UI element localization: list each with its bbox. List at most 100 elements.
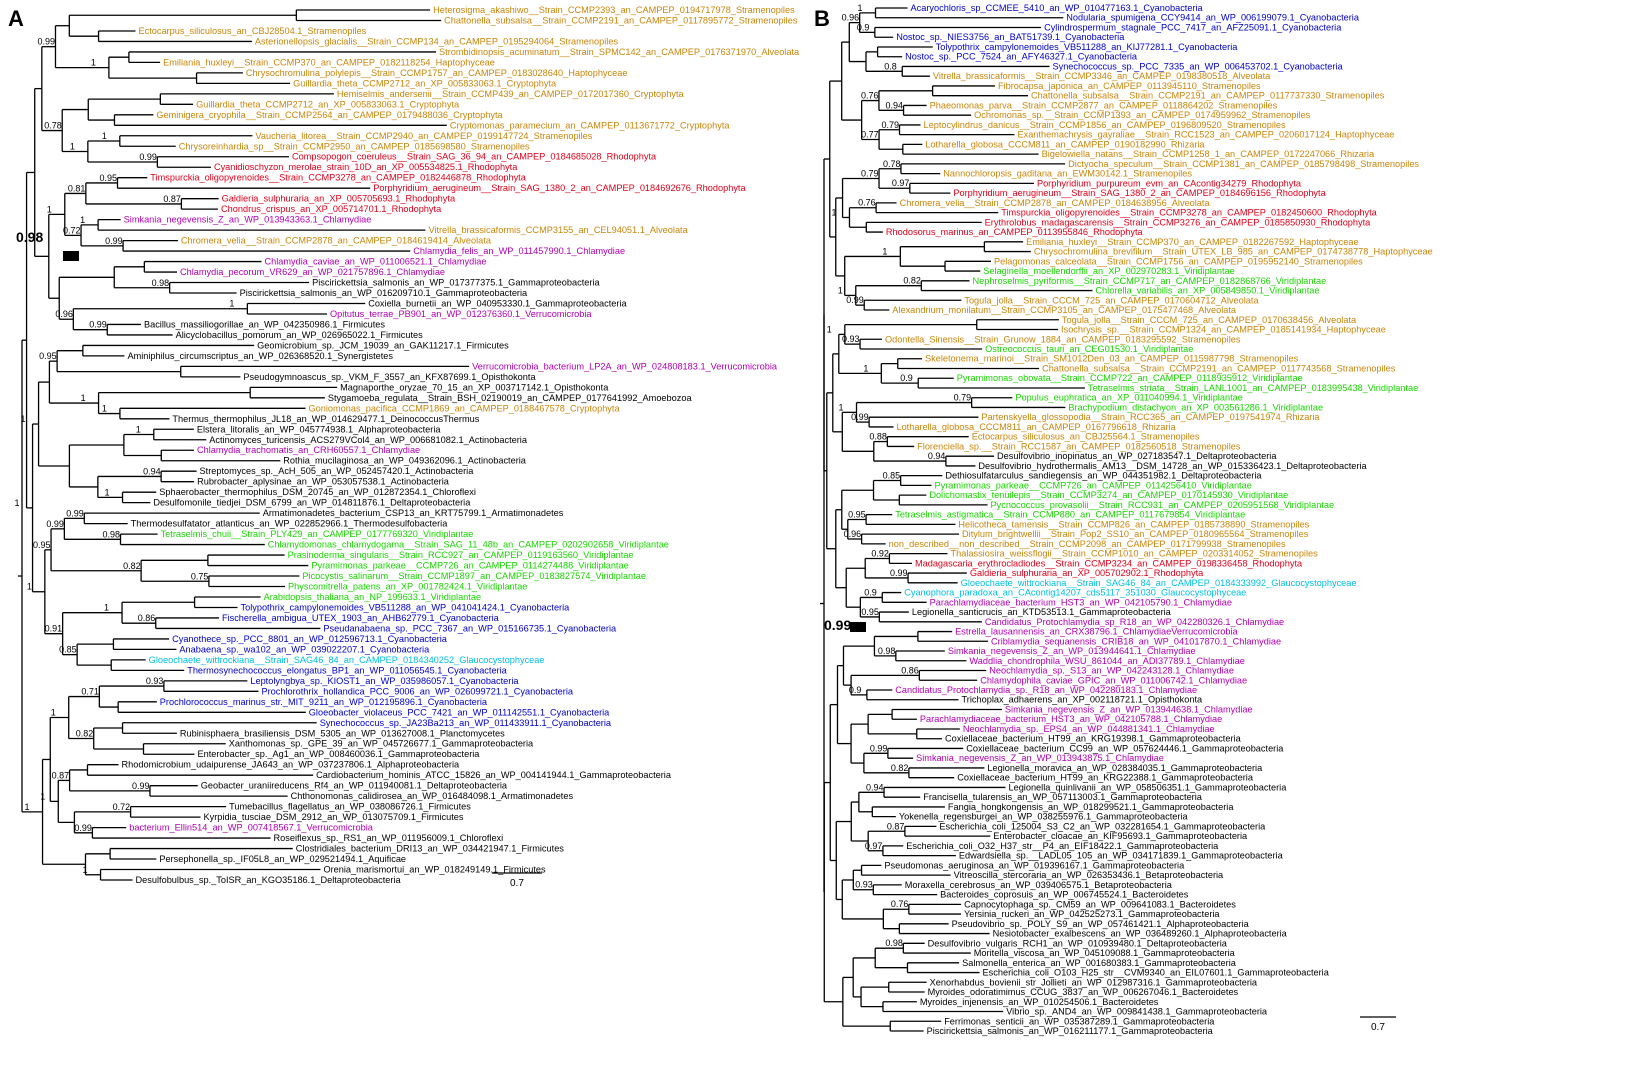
support-value: 0.94 [928, 451, 946, 461]
taxon-label: Persephonella_sp._IF05L8_an_WP_029521494… [159, 854, 406, 864]
taxon-label: Clostridiales_bacterium_DRI13_an_WP_0344… [296, 844, 565, 854]
taxon-label: Timspurckia_oligopyrenoides__Strain_CCMP… [1001, 208, 1377, 218]
taxon-label: Edwardsiella_sp.__LADL05_105_an_WP_03417… [959, 851, 1284, 861]
taxon-label: Florenciella_sp.__Strain_RCC1587_an_CAMP… [917, 441, 1241, 451]
taxon-label: Chrysoreinhardia_sp__Strain_CCMP2950_an_… [179, 141, 530, 151]
taxon-label: Gloeochaete_wittrockiana__Strain_SAG46_8… [149, 655, 545, 665]
support-value: 0.96 [842, 13, 860, 23]
support-value: 0.9 [864, 587, 877, 597]
support-value: 0.98 [878, 646, 896, 656]
taxon-label: Ectocarpus_siliculosus_an_CBJ28504.1_Str… [138, 26, 366, 36]
taxon-label: Dethiosulfatarculus_sandiegensis_an_WP_0… [945, 471, 1262, 481]
taxon-label: Chattonella_subsalsa__Strain_CCMP2191_an… [1031, 91, 1385, 101]
taxon-label: Chthonomonas_calidirosea_an_WP_016484098… [291, 791, 574, 801]
support-value: 0.99 [851, 412, 869, 422]
taxon-label: Ochromonas_sp.__Strain_CCMP1393_an_CAMPE… [974, 110, 1310, 120]
taxon-label: Xanthomonas_sp._GPE_39_an_WP_045726677.1… [229, 739, 534, 749]
taxon-label: Physcomitrella_patens_an_XP_001782424.1_… [288, 582, 527, 592]
taxon-label: Vitrella_brassicaformis__Strain_CCMP3346… [933, 71, 1271, 81]
taxon-label: Nephroselmis_pyriformis__Strain_CCMP717_… [972, 276, 1326, 286]
taxon-label: Estrella_lausannensis_an_CRX38796.1_Chla… [955, 627, 1238, 637]
support-value: 0.95 [33, 540, 51, 550]
taxon-label: Cardiobacterium_hominis_ATCC_15826_an_WP… [316, 770, 672, 780]
support-value: 0.72 [113, 802, 131, 812]
support-value: 0.82 [903, 276, 921, 286]
support-value: 0.97 [865, 841, 883, 851]
taxon-label: Gloeochaete_wittrockiana__Strain_SAG46_8… [961, 578, 1357, 588]
highlight-support-value: 0.98 [16, 229, 43, 245]
taxon-label: Pycnococcus_provasolii__Strain_RCC931_an… [991, 500, 1335, 510]
highlighted-node-marker [63, 251, 79, 261]
taxon-label: Legionella_moravica_an_WP_028384035.1_Ga… [987, 763, 1263, 773]
taxon-label: Escherichia_coli_125004_S3_C2_an_WP_0322… [939, 821, 1266, 831]
support-value: 0.95 [861, 607, 879, 617]
taxon-label: Compsopogon_coeruleus__Strain_SAG_36_94_… [292, 152, 657, 162]
taxon-label: Fibrocapsa_japonica_an_CAMPEP_0113945110… [998, 81, 1261, 91]
taxon-label: Alicyclobacillus_pomorum_an_WP_026965022… [176, 330, 424, 340]
taxon-label: Vaucheria_litorea__Strain_CCMP2940_an_CA… [255, 131, 592, 141]
taxon-label: Emiliania_huxleyi__Strain_CCMP370_an_CAM… [1026, 237, 1359, 247]
support-value: 0.76 [891, 899, 909, 909]
taxon-label: Emiliania_huxleyi__Strain_CCMP370_an_CAM… [163, 57, 495, 67]
taxon-label: Porphyridium_aerugineum__Strain_SAG_1380… [953, 188, 1326, 198]
taxon-label: Chromera_velia__Strain_CCMP2878_an_CAMPE… [181, 236, 492, 246]
taxon-label: Porphyridium_purpureum_evm_an_CAcontig34… [1037, 178, 1302, 188]
taxon-label: Tetraselmis_astigmatica__Strain_CCMP880_… [895, 510, 1245, 520]
taxon-label: Thermodesulfatator_atlanticus_an_WP_0228… [131, 519, 449, 529]
taxon-label: Piscirickettsia_salmonis_an_WP_016209710… [240, 288, 528, 298]
taxon-label: Cylindrospermum_stagnale_PCC_7417_an_AFZ… [1044, 22, 1342, 32]
taxon-label: Candidatus_Protochlamydia_sp_R18_an_WP_0… [985, 617, 1284, 627]
support-value: 0.99 [870, 743, 888, 753]
support-value: 0.79 [861, 169, 879, 179]
taxon-label: Isochrysis_sp.__Strain_CCMP1324_an_CAMPE… [1061, 325, 1386, 335]
support-value: 0.98 [103, 529, 121, 539]
taxon-label: Desulfomonile_tiedjei_DSM_6799_an_WP_014… [153, 498, 471, 508]
support-value: 0.95 [99, 173, 117, 183]
support-value: 1 [91, 58, 96, 68]
taxon-label: Acaryochloris_sp_CCMEE_5410_an_WP_010477… [911, 3, 1204, 13]
support-value: 0.99 [74, 823, 92, 833]
taxon-label: Erythrolobus_madagascarensis__Strain_CCM… [985, 217, 1372, 227]
taxon-label: Desulfovibrio_vulgaris_RCH1_an_WP_010939… [928, 938, 1228, 948]
support-value: 0.97 [892, 178, 910, 188]
taxon-label: Chlamydia_pecorum_VR629_an_WP_021757896.… [180, 267, 445, 277]
support-value: 0.99 [37, 37, 55, 47]
taxon-label: Nodularia_spumigena_CCY9414_an_WP_006199… [1066, 13, 1360, 23]
taxon-label: Pseudomonas_aeruginosa_an_WP_019396167.1… [884, 860, 1185, 870]
taxon-label: Nostoc_sp._PCC_7524_an_AFY46327.1_Cyanob… [905, 52, 1138, 62]
taxon-label: Parachlamydiaceae_bacterium_HST3_an_WP_0… [930, 597, 1232, 607]
support-value: 0.98 [885, 938, 903, 948]
support-value: 0.92 [871, 548, 889, 558]
panel-letter: B [814, 6, 830, 31]
taxon-label: Kyrpidia_tusciae_DSM_2912_an_WP_01307570… [204, 812, 464, 822]
taxon-label: Neochlamydia_sp._EPS4_an_WP_044881341.1_… [963, 724, 1215, 734]
panel-a: A10.990.950.8710.990.9810.99110.9410.990… [8, 5, 800, 889]
taxon-label: Arabidopsis_thaliana_an_NP_199633.1_Viri… [264, 592, 481, 602]
taxon-label: Thalassiosira_weissflogii__Strain_CCMP10… [951, 549, 1319, 559]
taxon-label: Myroides_odoratimimus_CCUG_3837_an_WP_00… [928, 987, 1239, 997]
taxon-label: Moritella_viscosa_an_WP_045109088.1_Gamm… [974, 948, 1236, 958]
taxon-label: Prasinoderma_singularis__Strain_RCC927_a… [288, 550, 634, 560]
support-value: 1 [839, 402, 844, 412]
taxon-label: Coxiellaceae_bacterium_CC99_an_WP_057624… [966, 743, 1284, 753]
support-value: 0.79 [882, 120, 900, 130]
taxon-label: Odontella_Sinensis__Strain_Grunow_1884_a… [885, 334, 1241, 344]
taxon-label: Criblamydia_sequanensis_CRIB18_an_WP_041… [991, 636, 1281, 646]
support-value: 0.9 [849, 685, 862, 695]
taxon-label: Coxiella_burnetii_an_WP_040953330.1_Gamm… [368, 298, 627, 308]
taxon-label: Tolypothrix_campylonemoides_VB511288_an_… [936, 42, 1239, 52]
support-value: 0.99 [139, 152, 157, 162]
taxon-label: Chromera_velia__Strain_CCMP2878_an_CAMPE… [900, 198, 1211, 208]
taxon-label: Tolypothrix_campylonemoides_VB511288_an_… [241, 602, 571, 612]
taxon-labels: Heterosigma_akashiwo__Strain_CCMP2393_an… [122, 5, 800, 885]
taxon-label: Simkania_negevensis_Z_an_WP_013944638.1_… [1005, 704, 1253, 714]
support-value: 0.96 [55, 309, 73, 319]
taxon-label: Populus_euphratica_an_XP_011040994.1_Vir… [1015, 393, 1242, 403]
taxon-label: Francisella_tularensis_an_WP_057113003.1… [923, 792, 1203, 802]
support-value: 0.91 [45, 624, 63, 634]
support-value: 0.82 [76, 728, 94, 738]
taxon-label: Prochlorothrix_hollandica_PCC_9006_an_WP… [261, 686, 573, 696]
taxon-label: Dolichomastix_tenuilepis__Strain_CCMP327… [929, 490, 1288, 500]
support-value: 1 [15, 498, 20, 508]
